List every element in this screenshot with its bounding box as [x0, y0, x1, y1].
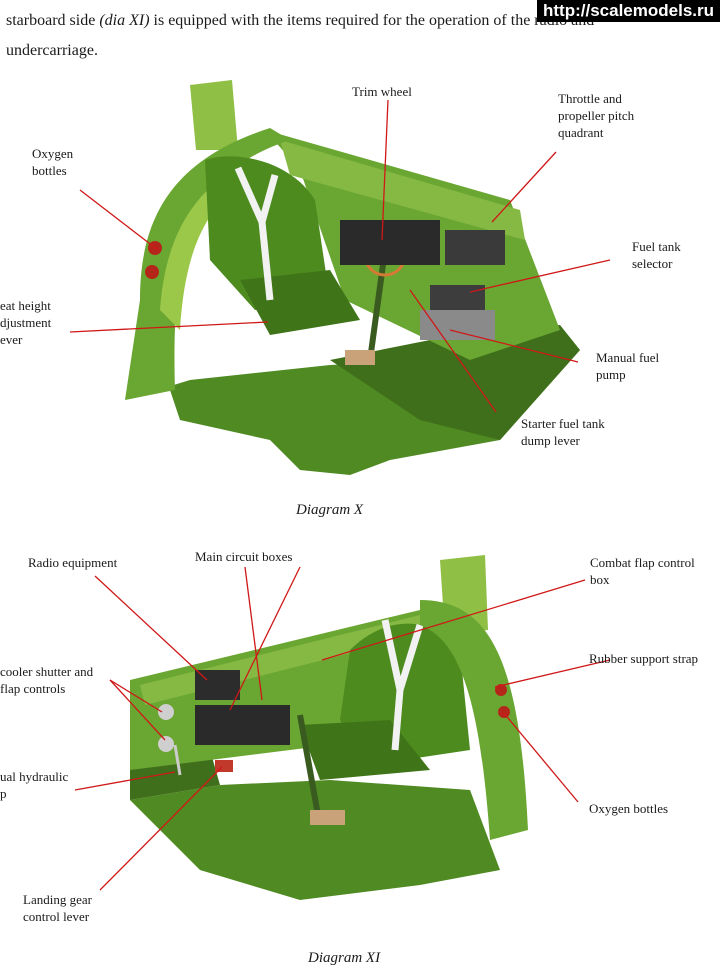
label-throttle-quadrant: Throttle and propeller pitch quadrant	[558, 91, 635, 140]
text-line1-end: is equipped with the items required for …	[149, 12, 595, 29]
label-main-circuit-boxes: Main circuit boxes	[195, 549, 293, 564]
label-combat-flap-control-box: Combat flap control box	[590, 555, 695, 587]
diagram-reference: (dia XI)	[99, 12, 150, 29]
label-landing-gear-lever: Landing gear control lever	[23, 892, 92, 924]
label-fuel-tank-selector: Fuel tank selector	[632, 239, 681, 271]
label-starter-dump-lever: Starter fuel tank dump lever	[521, 416, 605, 448]
label-oxygen-bottles-xi: Oxygen bottles	[589, 801, 669, 816]
label-cooler-shutter-flap-controls: cooler shutter and flap controls	[0, 664, 94, 696]
caption-diagram-xi: Diagram XI	[308, 950, 381, 966]
label-oxygen-bottles: Oxygen bottles	[32, 146, 74, 178]
diagram-xi-illustration	[74, 555, 611, 900]
label-manual-hydraulic-pump: ual hydraulic p	[0, 769, 69, 801]
diagram-x-illustration	[69, 80, 611, 475]
text-line1-start: starboard side	[6, 12, 100, 29]
body-text: starboard side (dia XI) is equipped with…	[6, 6, 706, 66]
caption-diagram-x: Diagram X	[296, 502, 364, 518]
watermark: http://scalemodels.ru	[537, 0, 720, 22]
text-line2: undercarriage.	[6, 42, 98, 59]
label-seat-height-lever: eat height djustment ever	[0, 298, 52, 347]
label-rubber-support-strap: Rubber support strap	[589, 651, 699, 666]
label-radio-equipment: Radio equipment	[28, 555, 118, 570]
label-trim-wheel: Trim wheel	[352, 84, 412, 99]
label-manual-fuel-pump: Manual fuel pump	[596, 350, 660, 382]
